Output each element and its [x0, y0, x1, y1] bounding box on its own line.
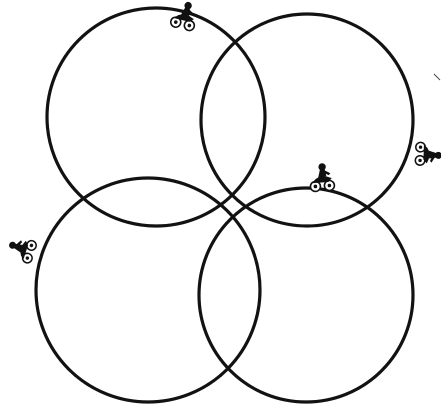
rider-bottom-left: [6, 234, 38, 264]
motorcycle-rider-icon: [415, 142, 441, 166]
motorcycle-rider-icon: [309, 163, 335, 192]
top-right-circle: [201, 14, 413, 226]
motorcycle-rider-icon: [6, 234, 38, 264]
rider-bottom-right: [309, 163, 335, 192]
leader-mark: [434, 74, 440, 80]
rider-top-right: [415, 74, 441, 166]
bottom-right-circle: [199, 188, 413, 402]
